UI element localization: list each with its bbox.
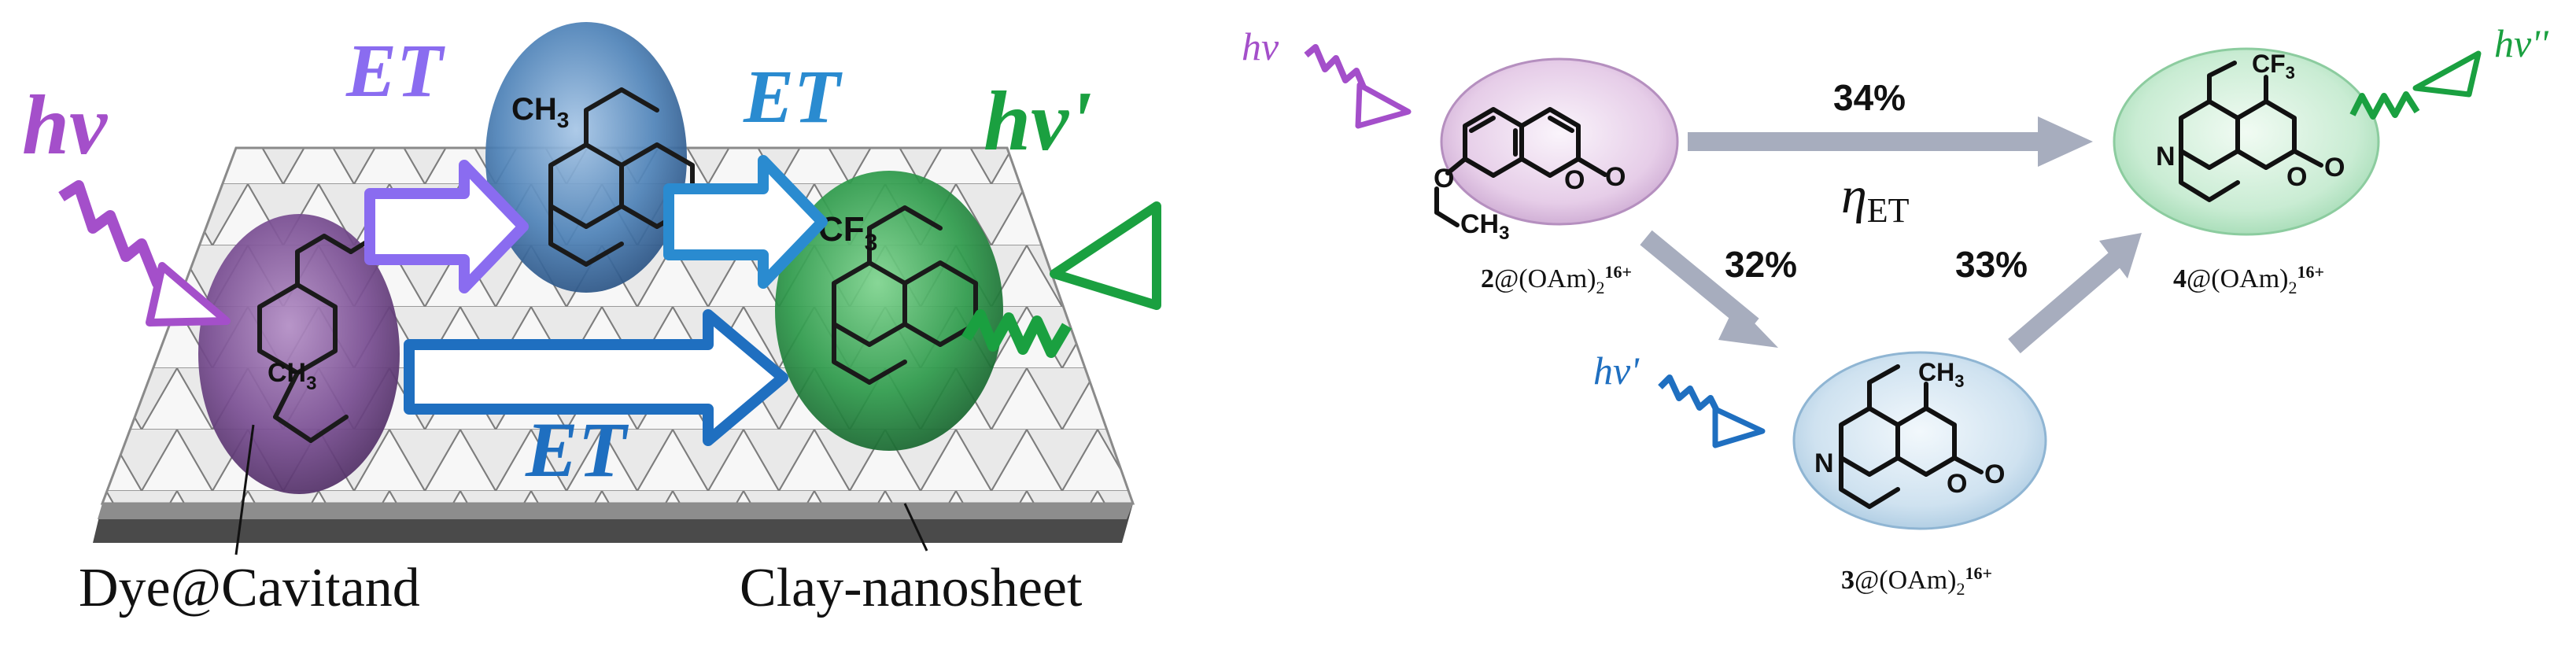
- ch3-ethyl-label: CH3: [268, 358, 316, 394]
- cpd2-ring-o-label: O: [1564, 165, 1585, 195]
- caption-compound-3: 3@(OAm)216+: [1841, 563, 1992, 599]
- capsule-compound-3: CH3 N O O: [1792, 351, 2047, 530]
- caption-leader-right: [903, 503, 928, 552]
- right-hv-double-prime-label: hv'': [2494, 21, 2549, 65]
- efficiency-2-to-4: 34%: [1833, 77, 1906, 118]
- cpd2-carbonyl-o-label: O: [1605, 162, 1626, 192]
- caption-leader-left: [234, 424, 255, 555]
- efficiency-3-to-4: 33%: [1955, 244, 2028, 285]
- et-arrow-purple-to-green: [404, 309, 788, 446]
- hv-prime-label: hv': [984, 75, 1092, 168]
- right-blue-emission-arrow: [1658, 374, 1766, 448]
- et-arrow-purple-to-blue: [364, 160, 529, 293]
- capsule-compound-4: CF3 N O O: [2113, 47, 2380, 236]
- cpd3-carbonyl-o-label: O: [1984, 459, 2005, 489]
- cpd3-ring-o-label: O: [1947, 469, 1967, 499]
- right-purple-excitation-arrow: [1304, 44, 1412, 129]
- blue-cavitand: CH3: [485, 22, 695, 293]
- purple-excitation-arrow: [58, 180, 231, 326]
- efficiency-2-to-3: 32%: [1725, 244, 1797, 285]
- et-label-top-left: ET: [345, 28, 445, 113]
- cpd4-ring-o-label: O: [2286, 162, 2307, 192]
- ch3-label: CH3: [511, 92, 569, 132]
- right-hv-label: hv: [1242, 24, 1279, 68]
- capsule-compound-2: O O O CH3: [1434, 57, 1679, 244]
- et-arrow-blue-to-green: [663, 155, 828, 289]
- cpd2-o-label: O: [1434, 164, 1454, 194]
- eta-et-label: ηET: [1841, 167, 1910, 230]
- green-emission-arrow: [961, 201, 1161, 358]
- arrow-2-to-4: [1688, 116, 2093, 167]
- arrow-3-to-4: [2008, 233, 2142, 354]
- arrow-2-to-3: [1640, 230, 1778, 348]
- caption-clay-nanosheet: Clay-nanosheet: [740, 558, 1083, 618]
- caption-dye-cavitand: Dye@Cavitand: [79, 558, 420, 618]
- green-cavitand: CF3: [775, 171, 1003, 451]
- cf3-label: CF3: [818, 210, 877, 256]
- left-panel: CH3 CH3 CF3 hv: [22, 22, 1161, 618]
- right-green-emission-arrow: [2349, 50, 2482, 120]
- green-dye-molecule: [832, 205, 978, 385]
- cpd4-cf3-label: CF3: [2252, 50, 2295, 83]
- hv-label: hv: [22, 79, 108, 172]
- caption-compound-4: 4@(OAm)216+: [2173, 262, 2324, 297]
- cpd3-n-label: N: [1814, 448, 1834, 478]
- cpd4-n-label: N: [2156, 142, 2176, 172]
- cpd3-ch3-label: CH3: [1918, 358, 1964, 391]
- cpd2-ch3-label: CH3: [1460, 209, 1509, 244]
- right-hv-prime-label: hv': [1593, 349, 1640, 393]
- caption-compound-2: 2@(OAm)216+: [1481, 262, 1632, 297]
- right-panel: 34% 32% 33% ηET O O O CH3 2@(OAm)216+: [1242, 21, 2549, 599]
- et-label-bottom: ET: [525, 406, 629, 493]
- et-label-top-right: ET: [743, 54, 843, 138]
- cpd4-carbonyl-o-label: O: [2324, 153, 2345, 183]
